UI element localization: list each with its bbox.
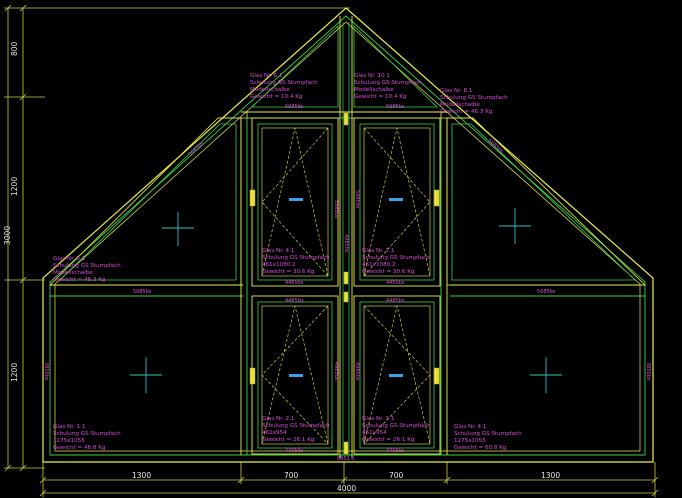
handle-icons: [289, 198, 403, 377]
glass-line: Schulung GS Stumpfach: [362, 255, 430, 261]
glass-line: Modellschalbe: [440, 102, 480, 108]
dim-label-1300-left: 1300: [132, 471, 151, 480]
glass-line: Gewicht = 30.6 Kg: [262, 269, 315, 275]
glass-line: Glas Nr. 10.1: [354, 73, 390, 79]
glass-line: 461x954: [362, 430, 387, 436]
glass-line: Modellschalbe: [354, 87, 394, 93]
glass-line: Gewicht = 26.1 Kg: [362, 437, 415, 443]
glass-line: Gewicht = 10.4 Kg: [250, 94, 303, 100]
handle-icon: [289, 198, 303, 201]
hinge-markers: [249, 112, 440, 455]
bar-label-sash-tl-top: 5985bs: [285, 104, 304, 110]
horizontal-dimension-lines: [39, 462, 659, 497]
bar-label-left-vertical: 3850bs: [43, 362, 49, 381]
glass-line: Glas Nr. 1.1: [53, 424, 86, 430]
bar-label-center-vertical-a: 5985bs: [333, 200, 339, 219]
sash-top-left: [251, 117, 339, 287]
glass-line: Modellschalbe: [53, 270, 93, 276]
bar-label-sash-tr-bottom: 4465bs: [386, 280, 405, 286]
glass-label-7-1: Glas Nr. 7.1 Schulung GS Stumpfach 461x1…: [362, 248, 430, 275]
glass-label-3-1: Glas Nr. 3.1 Schulung GS Stumpfach 461x9…: [362, 416, 430, 443]
vertical-dimension-lines: [4, 4, 350, 472]
glass-line: Glas Nr. 6.1: [250, 73, 283, 79]
glass-line: Gewicht = 60.8 Kg: [454, 445, 507, 451]
dim-label-1300-right: 1300: [541, 471, 560, 480]
mullions: [240, 16, 448, 458]
bar-label-sash-tl-bottom: 4465bs: [285, 280, 304, 286]
glass-line: Glas Nr. 8.1: [440, 88, 473, 94]
glass-line: Glas Nr. 5.1: [53, 256, 86, 262]
glass-label-1-1: Glas Nr. 1.1 Schulung GS Stumpfach 1275x…: [53, 424, 121, 451]
dim-label-700-left: 700: [284, 471, 299, 480]
dim-label-1200-lower: 1200: [10, 363, 19, 382]
glass-label-6-1: Glas Nr. 6.1 Schulung GS Stumpfach Model…: [250, 73, 318, 100]
glass-line: Schulung GS Stumpfach: [262, 255, 330, 261]
glass-line: 461x1080.2: [362, 262, 396, 268]
glass-label-5-1: Glas Nr. 5.1 Schulung GS Stumpfach Model…: [53, 256, 121, 283]
bar-label-sash-br-bottom: 4405bs: [386, 448, 405, 454]
glass-line: Modellschalbe: [250, 87, 290, 93]
bar-label-sash-bl-bottom: 4405bs: [285, 448, 304, 454]
glass-line: Glas Nr. 7.1: [362, 248, 395, 254]
glass-line: Schulung GS Stumpfach: [250, 80, 318, 86]
glass-line: Gewicht = 30.6 Kg: [362, 269, 415, 275]
bar-label-center-vertical-b: 5985bs: [354, 190, 360, 209]
glass-label-4-1-top: Glas Nr. 4.1 Schulung GS Stumpfach 461x1…: [262, 248, 330, 275]
glass-label-4-1-bottom: Glas Nr. 4.1 Schulung GS Stumpfach 1275x…: [454, 424, 522, 451]
glass-line: Schulung GS Stumpfach: [53, 431, 121, 437]
handle-icon: [289, 374, 303, 377]
glass-label-2-1: Glas Nr. 2.1 Schulung GS Stumpfach 461x9…: [262, 416, 330, 443]
bar-label-lower-left: 5085bs: [133, 289, 152, 295]
glass-line: Schulung GS Stumpfach: [362, 423, 430, 429]
glass-line: Schulung GS Stumpfach: [53, 263, 121, 269]
bar-label-center-mid: 4985bs: [343, 234, 349, 253]
glass-label-10-1: Glas Nr. 10.1 Schulung GS Stumpfach Mode…: [354, 73, 422, 100]
glass-line: 1275x1055: [454, 438, 486, 444]
glass-line: 461x954: [262, 430, 287, 436]
glass-line: Gewicht = 26.1 Kg: [262, 437, 315, 443]
bar-label-center-lower-b: 4985bs: [354, 362, 360, 381]
glass-line: Gewicht = 46.3 Kg: [440, 109, 493, 115]
dim-label-700-right: 700: [389, 471, 404, 480]
glass-line: Schulung GS Stumpfach: [262, 423, 330, 429]
side-diagonal-frames: [49, 117, 646, 286]
bar-label-right-vertical: 3850bs: [645, 362, 651, 381]
bar-label-sash-br-top: 4465bs: [386, 298, 405, 304]
glass-line: Glas Nr. 4.1: [454, 424, 487, 430]
bar-label-bottom-center: 8852.5: [337, 456, 355, 462]
glass-line: Glas Nr. 3.1: [362, 416, 395, 422]
bar-label-center-lower-a: 4985bs: [333, 362, 339, 381]
fixed-pane-crosses: [130, 208, 562, 393]
glass-line: Glas Nr. 2.1: [262, 416, 295, 422]
dim-label-3000: 3000: [3, 226, 12, 245]
glass-line: Gewicht = 46.8 Kg: [53, 445, 106, 451]
glass-line: Gewicht = 10.4 Kg: [354, 94, 407, 100]
dim-label-800: 800: [10, 41, 19, 56]
glass-line: Schulung GS Stumpfach: [354, 80, 422, 86]
bar-label-sash-bl-top: 4465bs: [285, 298, 304, 304]
bar-label-sash-tr-top: 5985bs: [386, 104, 405, 110]
glass-line: Schulung GS Stumpfach: [440, 95, 508, 101]
gable-panes: [250, 25, 438, 108]
handle-icon: [389, 198, 403, 201]
dim-label-total-width: 4000: [337, 484, 356, 493]
glass-label-8-1: Glas Nr. 8.1 Schulung GS Stumpfach Model…: [440, 88, 508, 115]
dim-label-1200-upper: 1200: [10, 177, 19, 196]
glass-line: Schulung GS Stumpfach: [454, 431, 522, 437]
glass-line: 1275x1055: [53, 438, 85, 444]
glass-line: 461x1080.2: [262, 262, 296, 268]
bar-label-lower-right: 5085bs: [537, 289, 556, 295]
glass-line: Gewicht = 46.3 Kg: [53, 277, 106, 283]
handle-icon: [389, 374, 403, 377]
bar-label-left-diagonal: 5685bs: [187, 140, 205, 157]
glass-line: Glas Nr. 4.1: [262, 248, 295, 254]
